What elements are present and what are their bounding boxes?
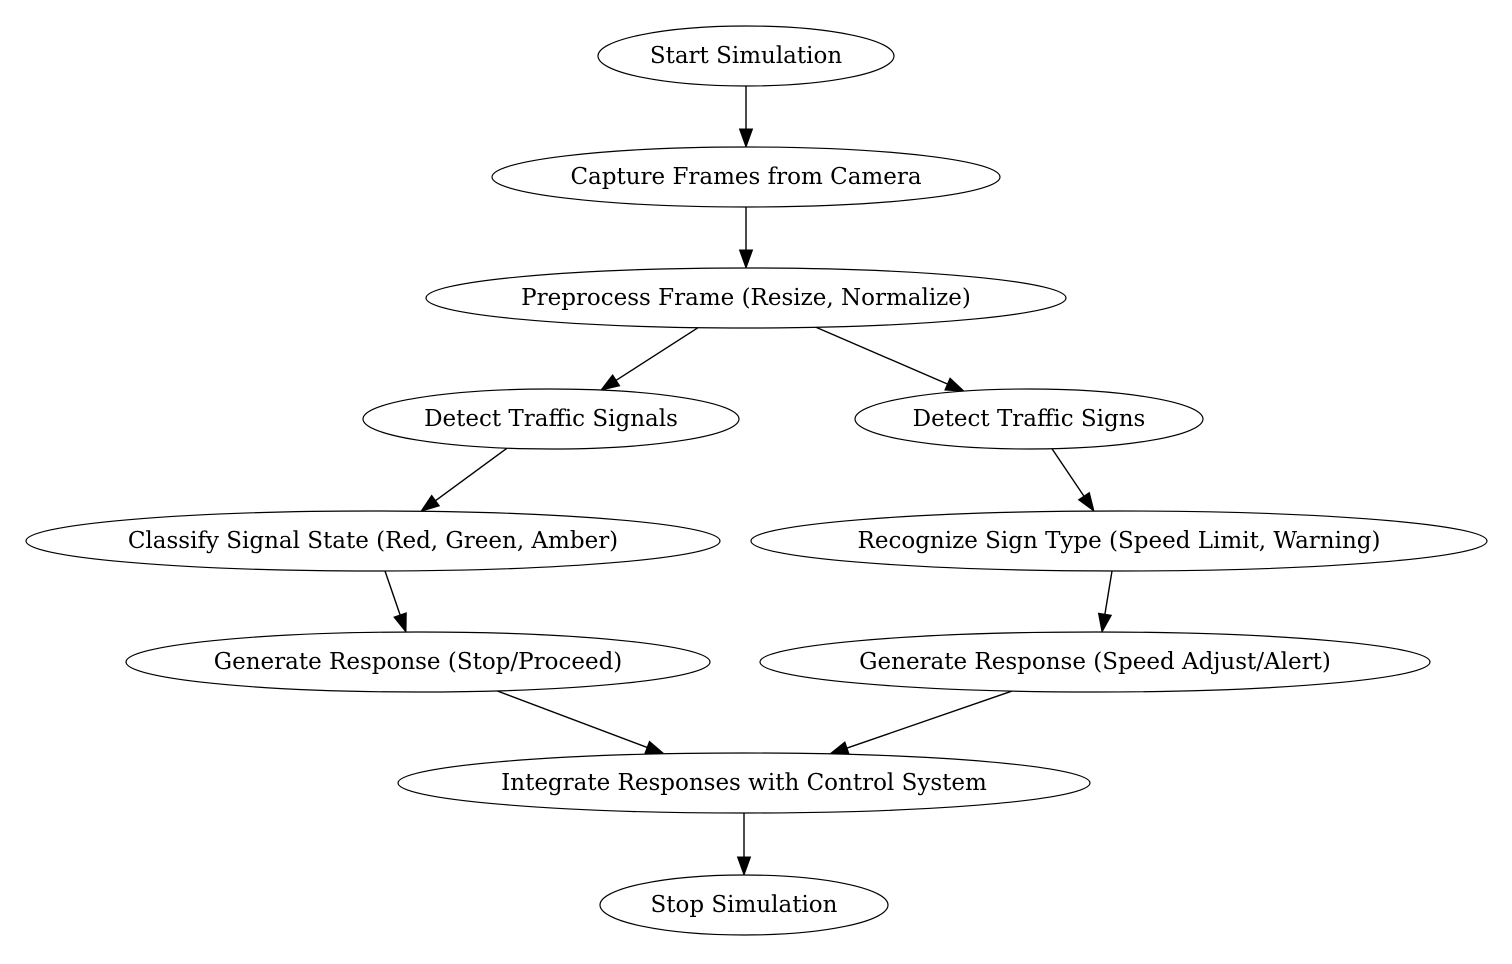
- node-label: Generate Response (Speed Adjust/Alert): [859, 649, 1331, 675]
- node-ellipse: [125, 631, 711, 693]
- edge-line: [384, 570, 401, 616]
- arrowhead-icon: [738, 128, 754, 149]
- node-start: Start Simulation: [597, 25, 895, 87]
- edge-line: [815, 326, 948, 385]
- edge-integrate-to-stop: [736, 813, 752, 877]
- arrowhead-icon: [944, 377, 966, 392]
- edge-line: [615, 327, 699, 381]
- node-label: Integrate Responses with Control System: [501, 770, 987, 796]
- node-ellipse: [362, 388, 740, 450]
- edge-line: [435, 447, 508, 502]
- node-ellipse: [854, 388, 1204, 450]
- node-response-stop: Generate Response (Stop/Proceed): [125, 631, 711, 693]
- node-label: Recognize Sign Type (Speed Limit, Warnin…: [858, 528, 1381, 554]
- node-ellipse: [25, 510, 721, 572]
- arrowhead-icon: [1077, 491, 1095, 513]
- node-recognize-sign: Recognize Sign Type (Speed Limit, Warnin…: [750, 510, 1488, 572]
- node-label: Start Simulation: [650, 43, 843, 69]
- node-label: Capture Frames from Camera: [570, 164, 921, 190]
- edge-capture-to-preprocess: [738, 207, 754, 270]
- arrowhead-icon: [828, 741, 850, 755]
- edge-recognize-sign-to-response-speed: [1097, 570, 1113, 634]
- node-label: Generate Response (Stop/Proceed): [214, 649, 623, 675]
- node-integrate: Integrate Responses with Control System: [397, 752, 1091, 814]
- node-label: Preprocess Frame (Resize, Normalize): [521, 285, 971, 311]
- node-preprocess: Preprocess Frame (Resize, Normalize): [425, 267, 1067, 329]
- node-response-speed: Generate Response (Speed Adjust/Alert): [759, 631, 1431, 693]
- arrowhead-icon: [599, 374, 621, 391]
- node-ellipse: [425, 267, 1067, 329]
- edge-line: [1051, 448, 1085, 497]
- node-ellipse: [491, 146, 1001, 208]
- edge-preprocess-to-detect-signals: [599, 327, 699, 391]
- node-capture: Capture Frames from Camera: [491, 146, 1001, 208]
- arrowhead-icon: [736, 856, 752, 877]
- node-label: Classify Signal State (Red, Green, Amber…: [128, 528, 618, 554]
- node-ellipse: [599, 874, 889, 936]
- node-detect-signs: Detect Traffic Signs: [854, 388, 1204, 450]
- arrowhead-icon: [738, 249, 754, 270]
- edge-line: [1104, 570, 1113, 615]
- node-classify-signal: Classify Signal State (Red, Green, Amber…: [25, 510, 721, 572]
- edge-response-stop-to-integrate: [496, 690, 666, 755]
- edge-start-to-capture: [738, 86, 754, 149]
- node-detect-signals: Detect Traffic Signals: [362, 388, 740, 450]
- node-ellipse: [759, 631, 1431, 693]
- node-label: Detect Traffic Signs: [913, 406, 1146, 432]
- node-label: Stop Simulation: [651, 892, 838, 918]
- node-ellipse: [397, 752, 1091, 814]
- arrowhead-icon: [1097, 612, 1113, 634]
- node-ellipse: [750, 510, 1488, 572]
- edge-line: [846, 690, 1013, 749]
- arrowhead-icon: [644, 740, 666, 755]
- arrowhead-icon: [393, 612, 407, 634]
- edge-response-speed-to-integrate: [828, 690, 1013, 755]
- node-ellipse: [597, 25, 895, 87]
- node-stop: Stop Simulation: [599, 874, 889, 936]
- edge-line: [496, 690, 648, 749]
- edge-detect-signals-to-classify-signal: [419, 447, 508, 513]
- arrowhead-icon: [419, 494, 441, 513]
- edge-classify-signal-to-response-stop: [384, 570, 407, 634]
- edges-layer: [384, 86, 1113, 877]
- node-label: Detect Traffic Signals: [424, 406, 678, 432]
- edge-detect-signs-to-recognize-sign: [1051, 448, 1095, 513]
- edge-preprocess-to-detect-signs: [815, 326, 966, 392]
